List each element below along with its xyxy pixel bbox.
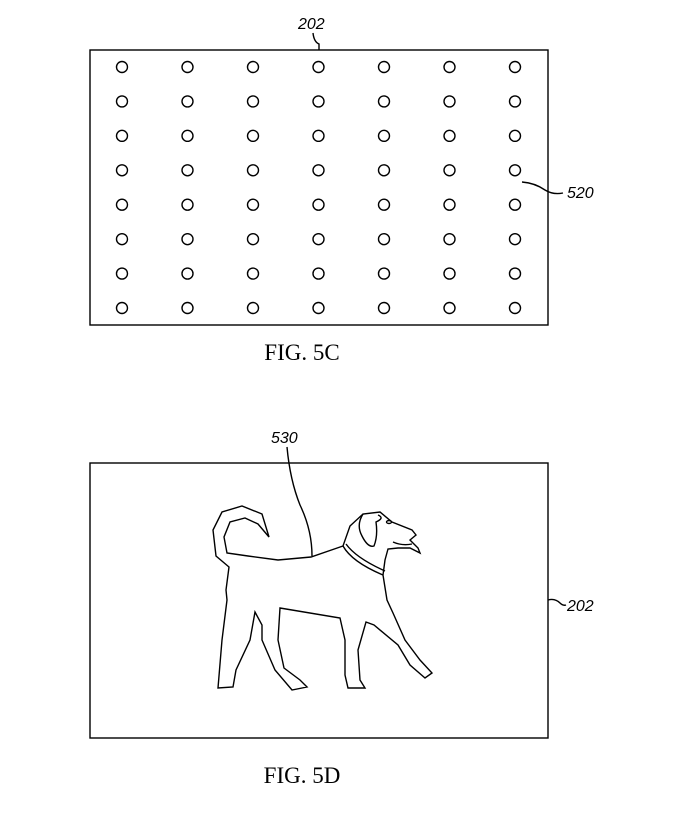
grid-dot bbox=[246, 60, 260, 74]
ref-label-530: 530 bbox=[271, 430, 298, 447]
grid-dot bbox=[508, 198, 522, 211]
grid-dot bbox=[443, 267, 456, 280]
leader-line-202-top bbox=[312, 32, 320, 50]
grid-dot bbox=[246, 232, 260, 246]
grid-dot bbox=[377, 60, 391, 74]
grid-dot bbox=[181, 60, 194, 74]
grid-dot bbox=[181, 164, 194, 177]
leader-line-202-bottom bbox=[547, 598, 567, 606]
grid-dot bbox=[377, 129, 391, 143]
grid-dot bbox=[115, 301, 129, 315]
dot-grid bbox=[115, 60, 522, 315]
grid-dot bbox=[312, 129, 325, 143]
grid-dot bbox=[246, 301, 260, 315]
display-screen-5d bbox=[89, 462, 549, 739]
leader-line-520 bbox=[521, 181, 564, 195]
grid-dot bbox=[246, 129, 260, 143]
grid-dot bbox=[443, 301, 456, 315]
grid-dot bbox=[312, 198, 325, 211]
grid-dot bbox=[508, 232, 522, 246]
grid-dot bbox=[377, 267, 391, 280]
dog-drawing bbox=[212, 505, 434, 691]
grid-dot bbox=[181, 232, 194, 246]
grid-dot bbox=[443, 164, 456, 177]
figure-5c: 202 520 FIG. 5C bbox=[89, 16, 594, 365]
grid-dot bbox=[312, 301, 325, 315]
grid-dot bbox=[181, 129, 194, 143]
grid-dot bbox=[115, 232, 129, 246]
grid-dot bbox=[377, 95, 391, 108]
grid-dot bbox=[246, 95, 260, 108]
ref-label-520: 520 bbox=[567, 185, 594, 202]
grid-dot bbox=[181, 301, 194, 315]
figure-5d: 530 202 FIG. 5D bbox=[89, 430, 594, 788]
grid-dot bbox=[312, 60, 325, 74]
grid-dot bbox=[508, 267, 522, 280]
grid-dot bbox=[181, 95, 194, 108]
grid-dot bbox=[508, 60, 522, 74]
grid-dot bbox=[443, 60, 456, 74]
grid-dot bbox=[115, 95, 129, 108]
figure-caption-5d: FIG. 5D bbox=[264, 763, 341, 788]
grid-dot bbox=[377, 232, 391, 246]
grid-dot bbox=[115, 164, 129, 177]
grid-dot bbox=[508, 129, 522, 143]
grid-dot bbox=[443, 95, 456, 108]
grid-dot bbox=[508, 95, 522, 108]
leader-line-530 bbox=[286, 446, 313, 557]
grid-dot bbox=[443, 198, 456, 211]
grid-dot bbox=[312, 95, 325, 108]
grid-dot bbox=[377, 198, 391, 211]
grid-dot bbox=[443, 232, 456, 246]
grid-dot bbox=[312, 164, 325, 177]
grid-dot bbox=[181, 267, 194, 280]
display-screen-5c bbox=[89, 49, 549, 326]
grid-dot bbox=[377, 301, 391, 315]
grid-dot bbox=[115, 129, 129, 143]
ref-label-202-bottom: 202 bbox=[566, 598, 594, 615]
grid-dot bbox=[115, 267, 129, 280]
grid-dot bbox=[377, 164, 391, 177]
grid-dot bbox=[246, 198, 260, 211]
figure-caption-5c: FIG. 5C bbox=[264, 340, 339, 365]
grid-dot bbox=[312, 232, 325, 246]
grid-dot bbox=[246, 164, 260, 177]
grid-dot bbox=[508, 301, 522, 315]
grid-dot bbox=[246, 267, 260, 280]
ref-label-202-top: 202 bbox=[297, 16, 325, 33]
grid-dot bbox=[508, 164, 522, 177]
grid-dot bbox=[443, 129, 456, 143]
grid-dot bbox=[312, 267, 325, 280]
grid-dot bbox=[181, 198, 194, 211]
grid-dot bbox=[115, 60, 129, 74]
grid-dot bbox=[115, 198, 129, 211]
